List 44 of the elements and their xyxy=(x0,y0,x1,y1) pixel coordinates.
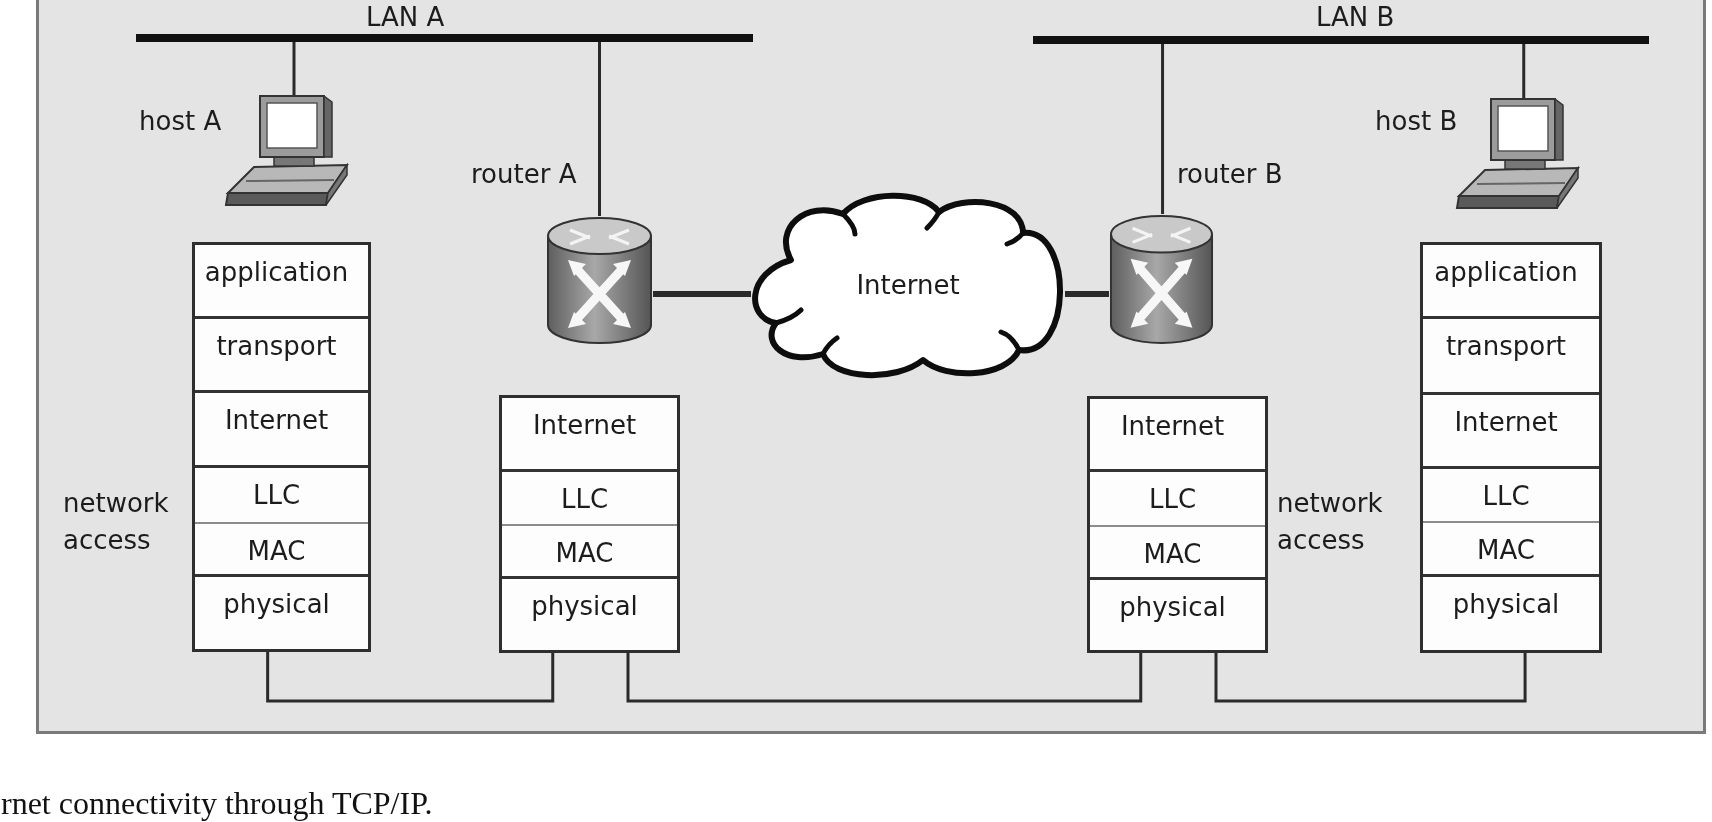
computer-icon xyxy=(1455,98,1580,210)
layer-label: LLC xyxy=(560,483,609,514)
layer-label: MAC xyxy=(247,535,306,566)
layer-label: Internet xyxy=(224,404,329,435)
layer-label: application xyxy=(204,257,349,287)
layer-label: MAC xyxy=(555,537,614,568)
connection-line xyxy=(1065,290,1109,297)
connection-line xyxy=(292,42,296,95)
protocol-stack xyxy=(192,242,371,652)
device-label: host A xyxy=(139,106,222,136)
layer-label: Internet xyxy=(1454,407,1558,438)
device-label: host B xyxy=(1375,106,1458,136)
connection-line xyxy=(653,290,751,297)
cloud-label: Internet xyxy=(856,270,960,300)
layer-label: LLC xyxy=(1148,484,1197,515)
layer-label: MAC xyxy=(1143,538,1202,569)
layer-label: LLC xyxy=(1482,481,1530,512)
layer-label: application xyxy=(1434,257,1578,287)
protocol-stack xyxy=(1087,396,1268,653)
layer-label: transport xyxy=(1445,331,1567,361)
protocol-stack xyxy=(1420,242,1602,653)
layer-label: Internet xyxy=(1120,411,1225,441)
layer-label: Internet xyxy=(532,410,637,440)
figure-caption: rnet connectivity through TCP/IP. xyxy=(1,787,433,819)
layer-group-label: network access xyxy=(1277,487,1384,557)
layer-label: physical xyxy=(531,590,638,621)
layer-label: LLC xyxy=(252,480,301,511)
layer-label: physical xyxy=(1452,589,1560,620)
layer-label: transport xyxy=(216,330,337,361)
connection-line xyxy=(598,42,601,216)
connection-line xyxy=(1522,44,1526,98)
router-icon xyxy=(1109,214,1214,345)
layer-label: MAC xyxy=(1477,534,1535,565)
computer-icon xyxy=(224,95,349,207)
connection-line xyxy=(1161,44,1165,214)
lan-label: LAN A xyxy=(366,2,445,32)
lan-label: LAN B xyxy=(1316,2,1395,32)
device-label: router A xyxy=(471,159,577,189)
device-label: router B xyxy=(1177,159,1283,189)
layer-label: physical xyxy=(223,588,330,619)
layer-group-label: network access xyxy=(63,487,170,557)
layer-label: physical xyxy=(1119,591,1226,622)
protocol-stack xyxy=(499,395,680,653)
router-icon xyxy=(546,216,653,345)
